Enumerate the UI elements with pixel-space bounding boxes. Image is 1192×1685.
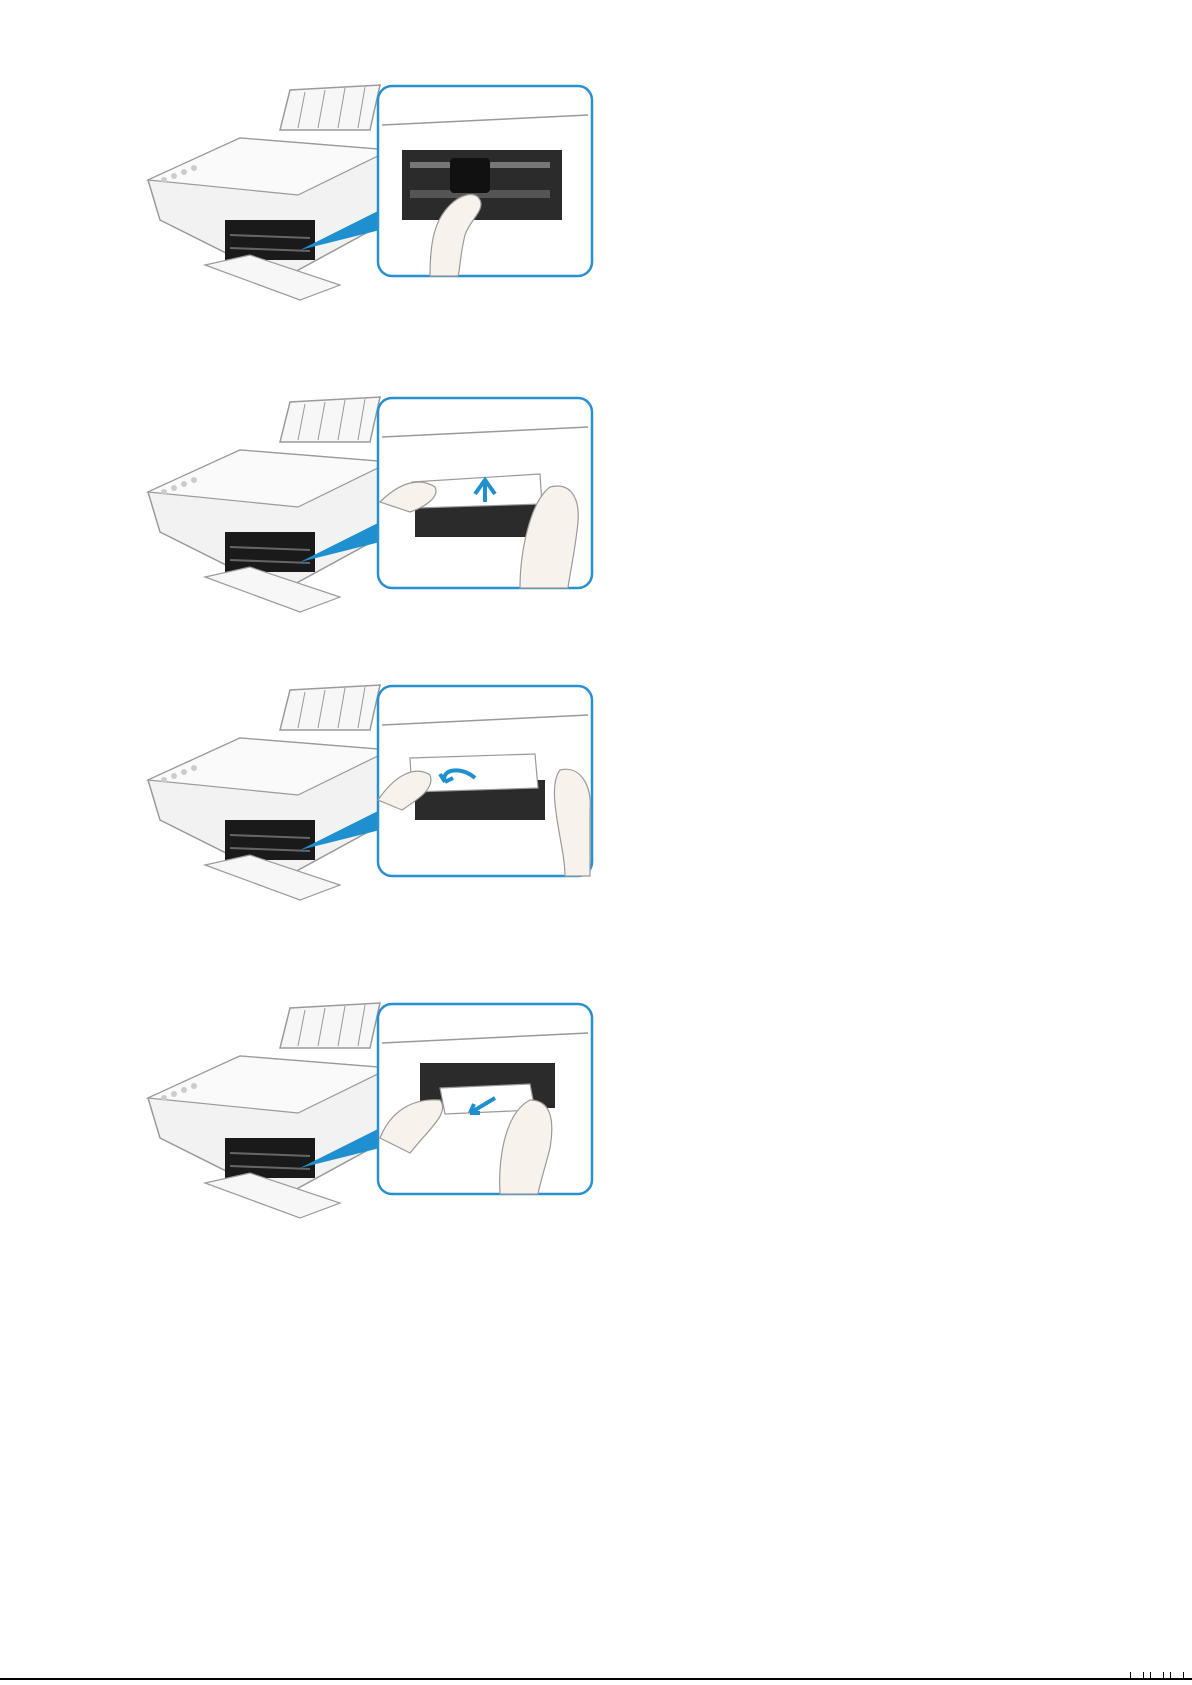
callout-zoom xyxy=(378,398,592,588)
page-footer-marks xyxy=(1130,1672,1184,1678)
printer-body-icon xyxy=(148,397,390,612)
step-1-illustration xyxy=(140,70,640,310)
step-4-illustration xyxy=(140,988,640,1228)
printer-body-icon xyxy=(148,685,390,900)
callout-zoom xyxy=(378,1004,592,1194)
printer-illustration xyxy=(140,382,640,622)
page-footer-rule xyxy=(0,1678,1192,1680)
printer-illustration xyxy=(140,988,640,1228)
printer-body-icon xyxy=(148,85,390,300)
step-3-illustration xyxy=(140,670,640,910)
step-2-illustration xyxy=(140,382,640,622)
callout-zoom xyxy=(378,686,592,876)
printer-illustration xyxy=(140,70,640,310)
printer-body-icon xyxy=(148,1003,390,1218)
callout-zoom xyxy=(378,86,592,276)
printer-illustration xyxy=(140,670,640,910)
